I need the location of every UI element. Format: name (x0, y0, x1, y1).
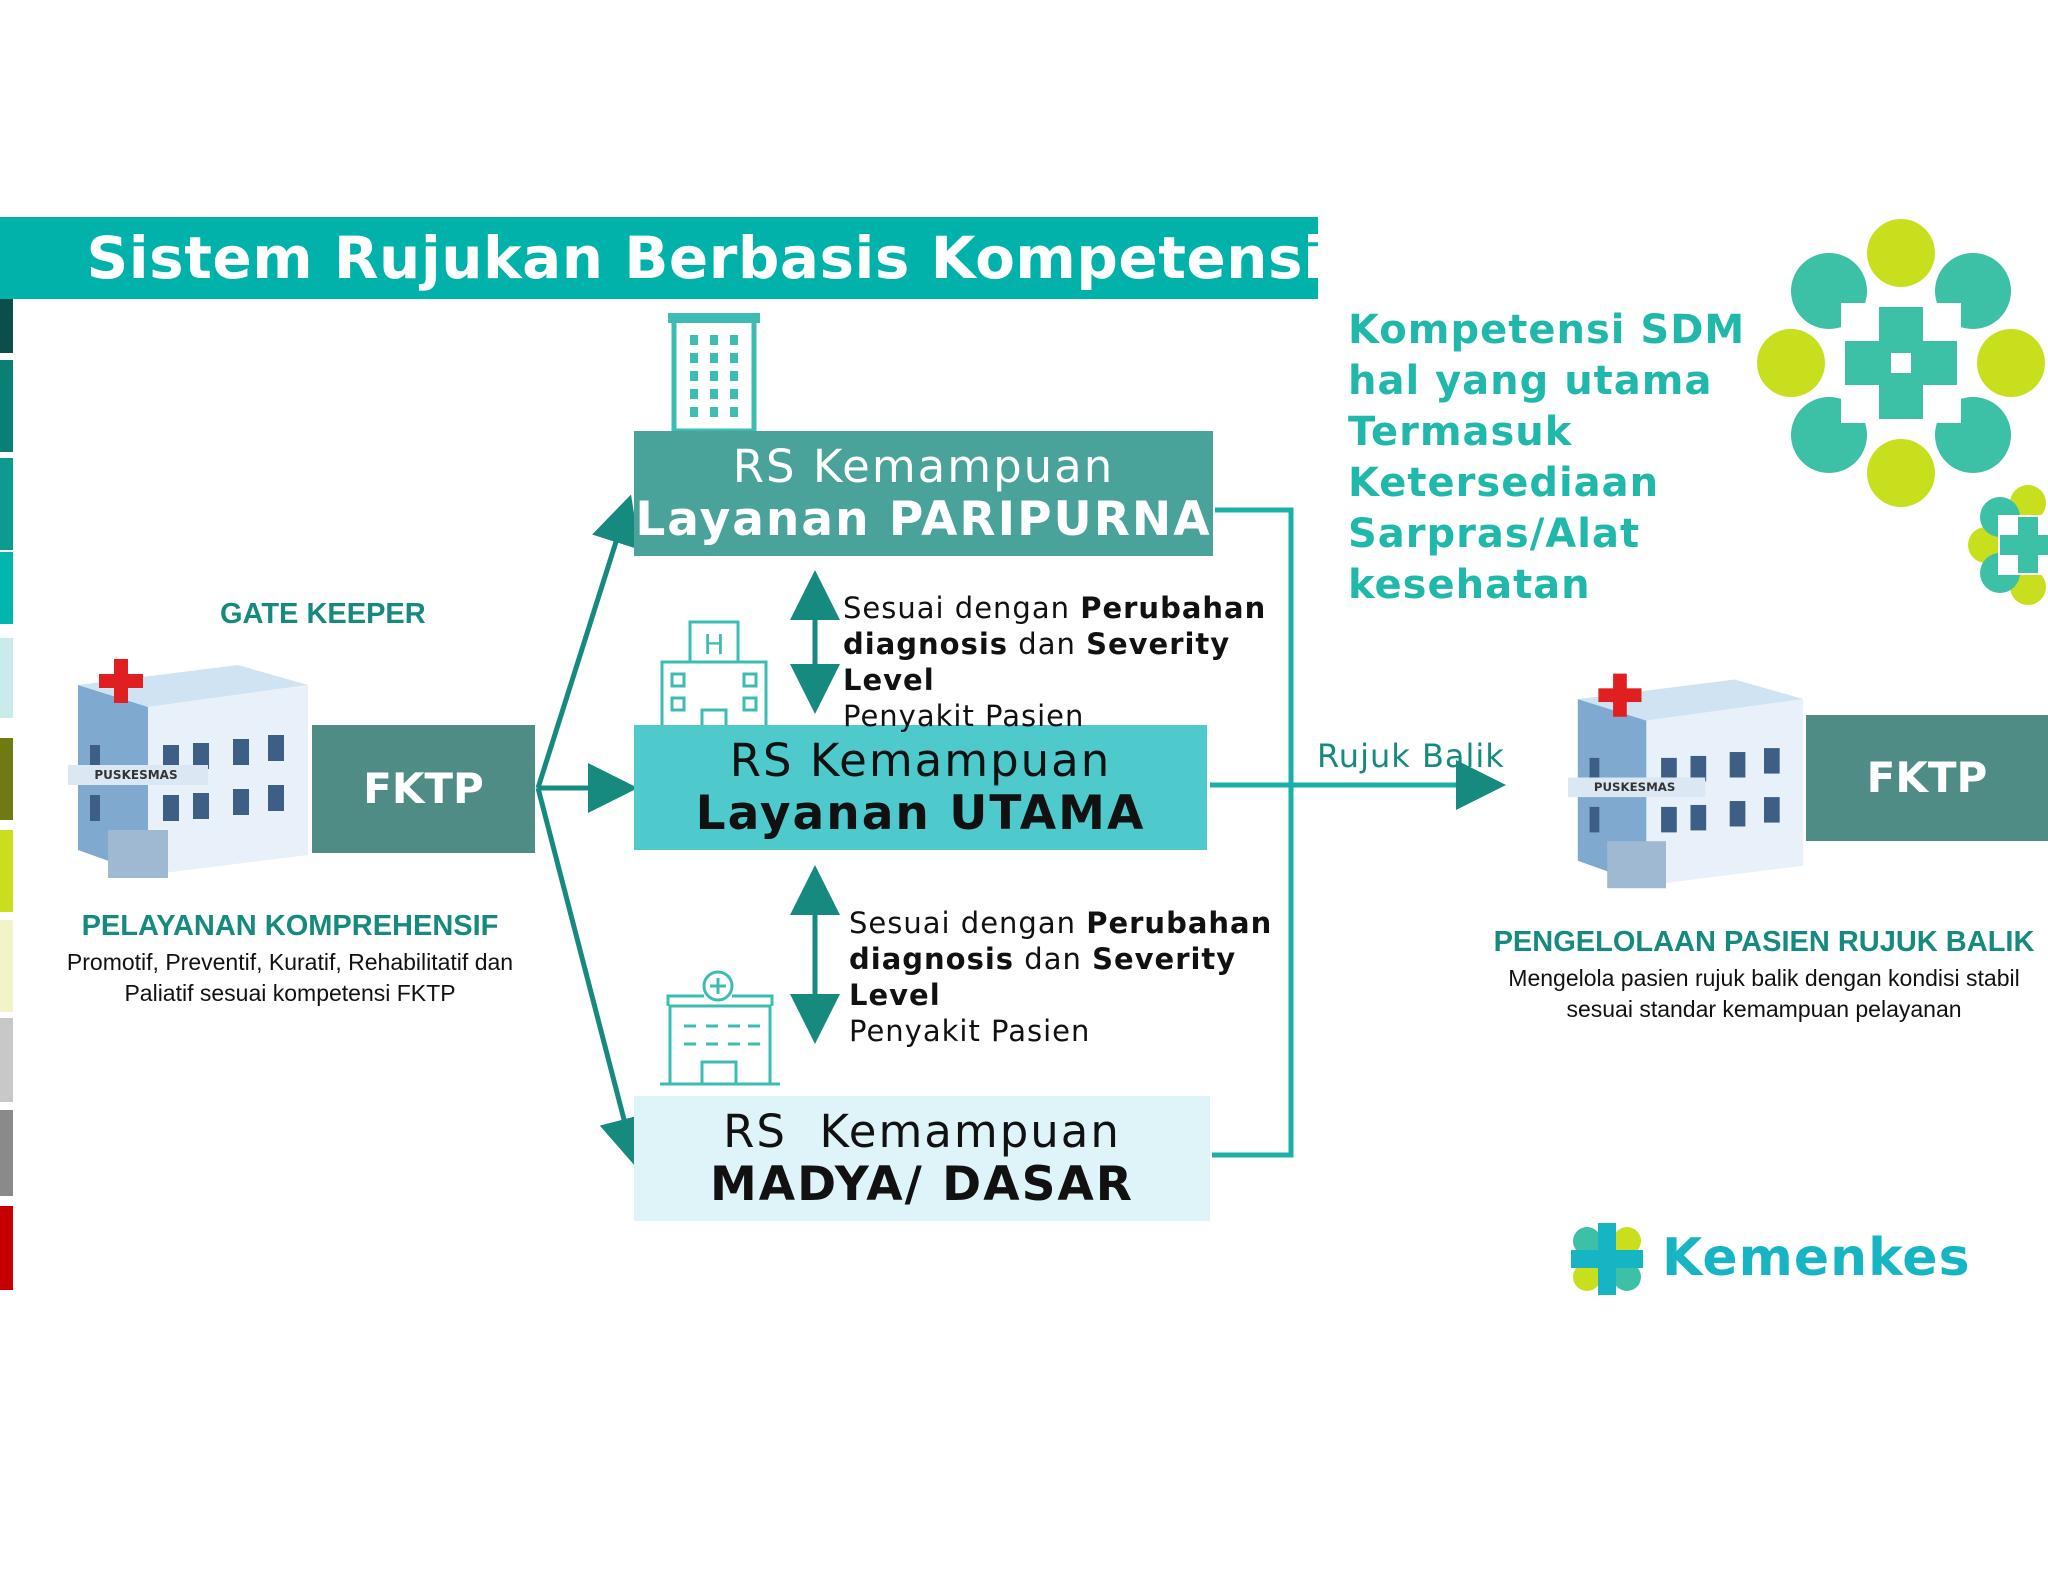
color-strip-segment (0, 360, 13, 452)
arrow-to-paripurna (535, 494, 640, 789)
kompetensi-line: kesehatan (1348, 562, 1591, 608)
rs-paripurna-line2: Layanan PARIPURNA (635, 492, 1212, 547)
office-building-icon (668, 313, 760, 431)
puskesmas-sign-right: PUSKESMAS (1594, 780, 1675, 794)
color-strip-segment (0, 920, 13, 1012)
note-bold: diagnosis (843, 627, 1009, 661)
page-title: Sistem Rujukan Berbasis Kompetensi (86, 224, 1324, 292)
color-strip-segment (0, 552, 13, 624)
kompetensi-line: Sarpras/Alat (1348, 511, 1641, 557)
kompetensi-line: Termasuk (1348, 409, 1573, 455)
puskesmas-building-left: PUSKESMAS (68, 659, 308, 878)
right-description-line: sesuai standar kemampuan pelayanan (1566, 996, 1962, 1022)
rs-utama-line2: Layanan UTAMA (695, 786, 1146, 841)
kompetensi-line: Ketersediaan (1348, 460, 1660, 506)
kemenkes-emblem-decoration (1757, 219, 2045, 507)
rs-madya-line1: RS Kemampuan (723, 1105, 1121, 1158)
rs-utama-line1: RS Kemampuan (729, 734, 1112, 787)
right-description: Mengelola pasien rujuk balik dengan kond… (1460, 963, 2048, 1025)
color-strip-segment (0, 458, 13, 550)
note-text: Sesuai dengan (843, 591, 1081, 625)
right-heading: PENGELOLAAN PASIEN RUJUK BALIK (1493, 926, 2035, 958)
rs-utama-box: RS Kemampuan Layanan UTAMA (634, 725, 1207, 850)
color-strip-segment (0, 830, 13, 912)
note-text: Penyakit Pasien (849, 1014, 1091, 1048)
kemenkes-logo-text: Kemenkes (1662, 1228, 1971, 1288)
hospital-icon: H (660, 620, 768, 730)
rs-paripurna-line1: RS Kemampuan (732, 440, 1115, 493)
fktp-right: FKTP (1806, 715, 2048, 841)
puskesmas-sign-left: PUSKESMAS (94, 768, 177, 782)
note-bold: Perubahan (1080, 591, 1267, 625)
note-text: Sesuai dengan (849, 906, 1087, 940)
note-text: dan (1008, 627, 1087, 661)
right-description-line: Mengelola pasien rujuk balik dengan kond… (1508, 965, 2020, 991)
note-bold: Severity Level (849, 942, 1237, 1012)
color-strip-segment (0, 1110, 13, 1196)
color-strip-segment (0, 638, 13, 718)
note-bold: diagnosis (849, 942, 1015, 976)
note-bold: Severity Level (843, 627, 1231, 697)
clinic-icon (660, 970, 780, 1086)
kompetensi-line: Kompetensi SDM (1348, 307, 1746, 353)
kompetensi-line: hal yang utama (1348, 358, 1713, 404)
color-strip-segment (0, 1206, 13, 1290)
left-description-line: Paliatif sesuai kompetensi FKTP (124, 980, 456, 1006)
arrow-to-madya (535, 787, 649, 1168)
rs-madya-box: RS Kemampuan MADYA/ DASAR (634, 1096, 1210, 1221)
fktp-left: FKTP (312, 725, 535, 853)
kemenkes-emblem-small (1968, 485, 2048, 605)
hospital-icon-letter: H (703, 628, 724, 661)
title-banner (0, 217, 1318, 299)
color-strip-segment (0, 738, 13, 820)
note-bold: Perubahan (1086, 906, 1273, 940)
note-lower: Sesuai dengan Perubahan diagnosis dan Se… (849, 905, 1273, 1049)
rs-madya-line2: MADYA/ DASAR (710, 1157, 1134, 1212)
rs-paripurna-box: RS Kemampuan Layanan PARIPURNA (634, 431, 1213, 556)
kemenkes-logo-icon (1571, 1223, 1643, 1295)
kompetensi-text: Kompetensi SDM hal yang utama Termasuk K… (1348, 305, 1768, 611)
left-heading: PELAYANAN KOMPREHENSIF (81, 910, 499, 942)
rujuk-balik-label: Rujuk Balik (1317, 737, 1505, 775)
return-bracket (1212, 507, 1294, 1158)
left-description-line: Promotif, Preventif, Kuratif, Rehabilita… (66, 949, 514, 975)
puskesmas-building-right: PUSKESMAS (1568, 673, 1804, 889)
left-description: Promotif, Preventif, Kuratif, Rehabilita… (0, 947, 580, 1009)
color-strip-segment (0, 1018, 13, 1102)
gate-keeper-label: GATE KEEPER (220, 598, 426, 630)
note-upper: Sesuai dengan Perubahan diagnosis dan Se… (843, 590, 1267, 734)
note-text: dan (1014, 942, 1093, 976)
note-text: Penyakit Pasien (843, 699, 1085, 733)
